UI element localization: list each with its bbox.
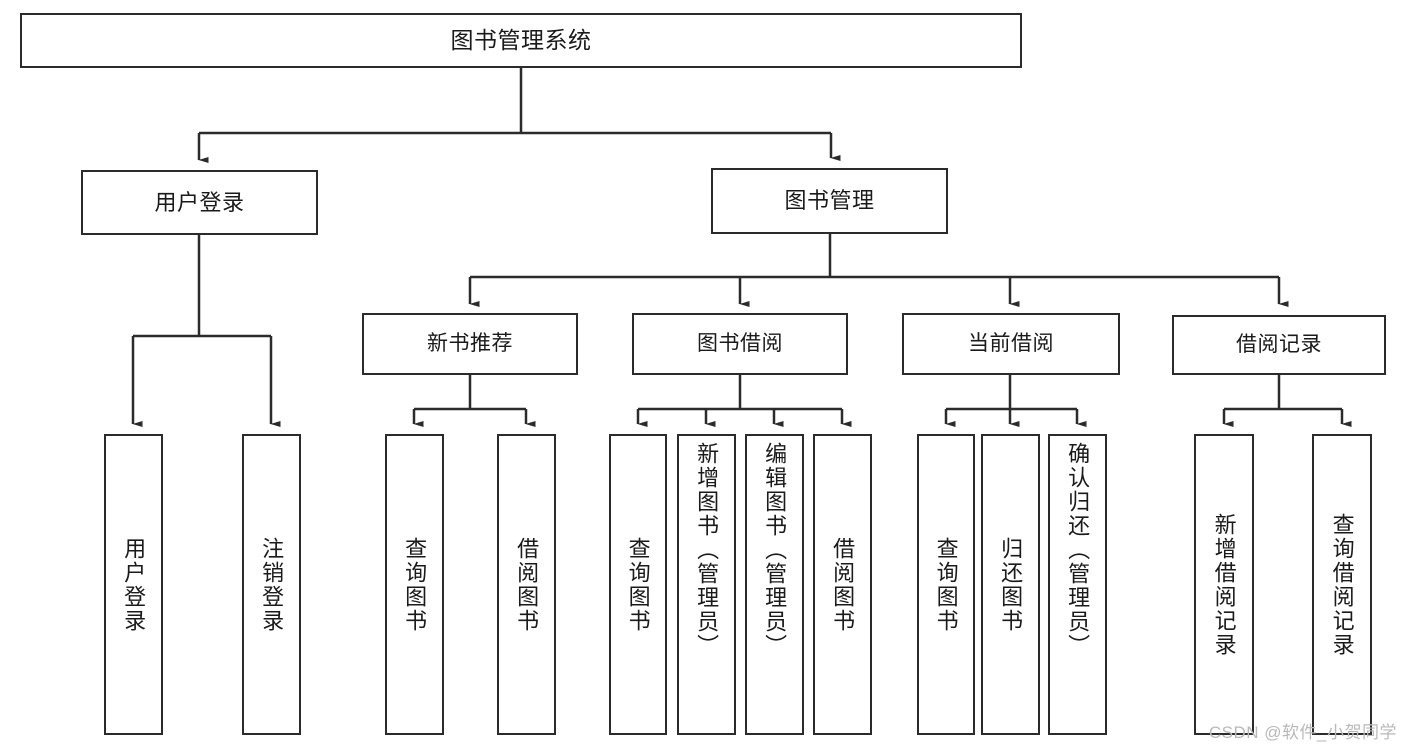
leaf-confirm-return-admin[interactable]: 确认归还（管理员） bbox=[1048, 434, 1107, 735]
leaf-user-login[interactable]: 用户登录 bbox=[104, 434, 163, 735]
node-label: 借阅记录 bbox=[1236, 332, 1322, 356]
node-user-login[interactable]: 用户登录 bbox=[81, 170, 318, 235]
leaf-borrow-book-borrow[interactable]: 借阅图书 bbox=[813, 434, 872, 735]
node-label: 新增图书（管理员） bbox=[694, 442, 720, 658]
leaf-query-book-current[interactable]: 查询图书 bbox=[917, 434, 975, 735]
leaf-return-book[interactable]: 归还图书 bbox=[981, 434, 1040, 735]
node-label: 当前借阅 bbox=[968, 331, 1054, 355]
watermark-text: CSDN @软件_小贺同学 bbox=[1208, 723, 1397, 742]
node-label: 借阅图书 bbox=[514, 536, 540, 633]
node-label: 查询图书 bbox=[933, 536, 959, 633]
leaf-logout-login[interactable]: 注销登录 bbox=[242, 434, 301, 735]
node-label: 图书管理 bbox=[784, 188, 875, 214]
leaf-query-borrow-record[interactable]: 查询借阅记录 bbox=[1312, 434, 1372, 735]
node-label: 图书管理系统 bbox=[450, 26, 592, 53]
node-new-book-recommend[interactable]: 新书推荐 bbox=[362, 313, 578, 375]
node-label: 注销登录 bbox=[259, 536, 285, 633]
leaf-add-book-admin[interactable]: 新增图书（管理员） bbox=[677, 434, 736, 735]
node-label: 查询图书 bbox=[625, 536, 651, 633]
node-book-borrow[interactable]: 图书借阅 bbox=[632, 313, 848, 375]
node-label: 用户登录 bbox=[121, 536, 147, 633]
leaf-query-book-borrow[interactable]: 查询图书 bbox=[609, 434, 667, 735]
node-label: 查询图书 bbox=[402, 536, 428, 633]
leaf-edit-book-admin[interactable]: 编辑图书（管理员） bbox=[745, 434, 804, 735]
node-label: 查询借阅记录 bbox=[1329, 512, 1355, 657]
node-label: 编辑图书（管理员） bbox=[762, 442, 788, 658]
node-label: 借阅图书 bbox=[830, 536, 856, 633]
node-borrow-record[interactable]: 借阅记录 bbox=[1172, 315, 1386, 375]
leaf-add-borrow-record[interactable]: 新增借阅记录 bbox=[1194, 434, 1254, 735]
node-root-book-management-system[interactable]: 图书管理系统 bbox=[20, 13, 1022, 68]
node-book-management[interactable]: 图书管理 bbox=[711, 168, 948, 234]
leaf-query-book-recommend[interactable]: 查询图书 bbox=[385, 434, 444, 735]
node-current-borrow[interactable]: 当前借阅 bbox=[902, 313, 1120, 375]
node-label: 确认归还（管理员） bbox=[1065, 442, 1091, 658]
node-label: 图书借阅 bbox=[697, 331, 783, 355]
node-label: 用户登录 bbox=[154, 189, 245, 215]
leaf-borrow-book-recommend[interactable]: 借阅图书 bbox=[497, 434, 556, 735]
node-label: 新书推荐 bbox=[427, 331, 513, 355]
node-label: 新增借阅记录 bbox=[1211, 512, 1237, 657]
node-label: 归还图书 bbox=[998, 536, 1024, 633]
